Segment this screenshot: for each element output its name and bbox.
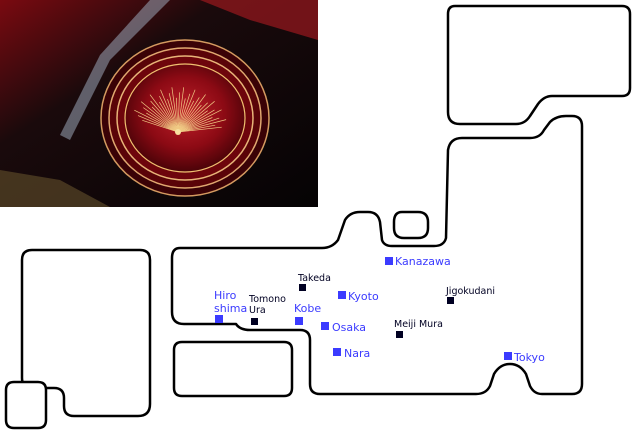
city-label-hiroshima-line1: Hiro — [214, 289, 237, 302]
island-southern-small — [4, 380, 48, 430]
city-marker-jigokudani — [447, 297, 454, 304]
city-label-kobe: Kobe — [294, 302, 321, 315]
city-label-osaka: Osaka — [332, 321, 366, 334]
city-label-tokyo: Tokyo — [513, 351, 545, 364]
city-label-kyoto: Kyoto — [348, 290, 379, 303]
city-jigokudani: Jigokudani — [445, 286, 495, 304]
city-kobe[interactable]: Kobe — [294, 302, 321, 325]
city-takeda: Takeda — [297, 273, 331, 291]
island-honshu — [170, 114, 584, 396]
city-marker-nara — [333, 348, 341, 356]
city-hiroshima[interactable]: Hiro shima — [214, 289, 247, 323]
island-shikoku — [172, 340, 294, 398]
city-osaka[interactable]: Osaka — [321, 321, 366, 334]
city-kyoto[interactable]: Kyoto — [338, 290, 379, 303]
city-label-tomono-ura-line1: Tomono — [248, 294, 286, 305]
city-tokyo[interactable]: Tokyo — [504, 351, 545, 364]
city-marker-osaka — [321, 322, 329, 330]
city-nara[interactable]: Nara — [333, 347, 370, 360]
city-label-kanazawa: Kanazawa — [395, 255, 451, 268]
city-marker-takeda — [299, 284, 306, 291]
lacquer-bowl-photo — [0, 0, 318, 207]
city-marker-tomono-ura — [251, 318, 258, 325]
city-label-meiji-mura: Meiji Mura — [394, 319, 443, 330]
city-label-hiroshima: Hiro shima — [214, 289, 247, 315]
city-label-tomono-ura-line2: Ura — [249, 305, 266, 316]
island-kyushu — [20, 248, 152, 418]
city-marker-meiji-mura — [396, 331, 403, 338]
japan-islands — [4, 4, 632, 430]
city-marker-kanazawa — [385, 257, 393, 265]
city-label-hiroshima-line2: shima — [214, 302, 247, 315]
city-marker-kyoto — [338, 291, 346, 299]
city-label-tomono-ura: Tomono Ura — [248, 294, 289, 316]
island-sado — [392, 210, 430, 240]
city-meiji-mura: Meiji Mura — [394, 319, 443, 338]
city-marker-kobe — [295, 317, 303, 325]
city-kanazawa[interactable]: Kanazawa — [385, 255, 451, 268]
city-tomono-ura: Tomono Ura — [248, 294, 289, 325]
city-label-nara: Nara — [344, 347, 370, 360]
city-label-takeda: Takeda — [297, 273, 331, 284]
city-marker-tokyo — [504, 352, 512, 360]
city-markers: Kanazawa Takeda Kyoto Jigokudani Hiro sh… — [214, 255, 545, 364]
city-label-jigokudani: Jigokudani — [445, 286, 495, 297]
city-marker-hiroshima — [215, 315, 223, 323]
island-hokkaido — [446, 4, 632, 126]
